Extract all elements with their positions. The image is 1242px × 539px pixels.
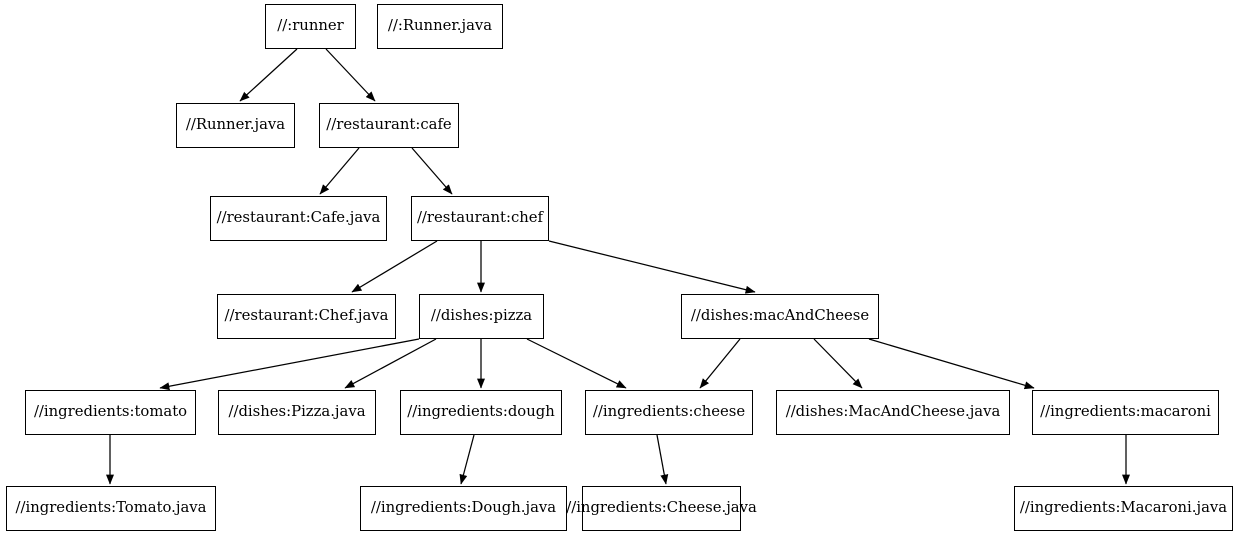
graph-node-label: //ingredients:Cheese.java bbox=[566, 499, 757, 517]
graph-node-label: //ingredients:cheese bbox=[592, 403, 746, 421]
graph-node-ingredients_cheese[interactable]: //ingredients:cheese bbox=[585, 390, 753, 435]
graph-node-ingredients_dough[interactable]: //ingredients:dough bbox=[400, 390, 562, 435]
graph-node-runner_java_root[interactable]: //:Runner.java bbox=[377, 4, 503, 49]
graph-node-dishes_pizza[interactable]: //dishes:pizza bbox=[419, 294, 544, 339]
graph-node-label: //:runner bbox=[277, 17, 344, 35]
graph-node-ingredients_dough_java[interactable]: //ingredients:Dough.java bbox=[360, 486, 567, 531]
graph-node-label: //dishes:Pizza.java bbox=[228, 403, 366, 421]
graph-node-label: //:Runner.java bbox=[387, 17, 493, 35]
graph-node-dishes_mac_java[interactable]: //dishes:MacAndCheese.java bbox=[776, 390, 1010, 435]
graph-node-restaurant_cafe[interactable]: //restaurant:cafe bbox=[319, 103, 459, 148]
graph-node-ingredients_macaroni[interactable]: //ingredients:macaroni bbox=[1032, 390, 1219, 435]
graph-node-ingredients_tomato[interactable]: //ingredients:tomato bbox=[25, 390, 196, 435]
graph-node-dishes_macandcheese[interactable]: //dishes:macAndCheese bbox=[681, 294, 879, 339]
graph-node-label: //restaurant:Cafe.java bbox=[216, 209, 381, 227]
graph-node-dishes_pizza_java[interactable]: //dishes:Pizza.java bbox=[218, 390, 376, 435]
graph-node-label: //ingredients:tomato bbox=[33, 403, 188, 421]
graph-node-label: //ingredients:Dough.java bbox=[370, 499, 557, 517]
graph-node-label: //Runner.java bbox=[185, 116, 286, 134]
graph-node-label: //dishes:MacAndCheese.java bbox=[785, 403, 1001, 421]
graph-node-label: //restaurant:cafe bbox=[326, 116, 452, 134]
graph-node-restaurant_chef_java[interactable]: //restaurant:Chef.java bbox=[217, 294, 396, 339]
graph-node-label: //ingredients:Tomato.java bbox=[15, 499, 207, 517]
graph-node-label: //restaurant:Chef.java bbox=[224, 307, 389, 325]
graph-node-label: //ingredients:macaroni bbox=[1040, 403, 1211, 421]
graph-node-label: //ingredients:dough bbox=[407, 403, 555, 421]
graph-node-ingredients_tomato_java[interactable]: //ingredients:Tomato.java bbox=[6, 486, 216, 531]
graph-node-restaurant_cafe_java[interactable]: //restaurant:Cafe.java bbox=[210, 196, 387, 241]
graph-node-runner[interactable]: //:runner bbox=[265, 4, 356, 49]
graph-node-ingredients_macaroni_java[interactable]: //ingredients:Macaroni.java bbox=[1014, 486, 1233, 531]
graph-node-label: //ingredients:Macaroni.java bbox=[1019, 499, 1228, 517]
graph-node-label: //dishes:pizza bbox=[430, 307, 533, 325]
graph-node-restaurant_chef[interactable]: //restaurant:chef bbox=[411, 196, 549, 241]
graph-node-ingredients_cheese_java[interactable]: //ingredients:Cheese.java bbox=[566, 486, 757, 531]
graph-node-label: //restaurant:chef bbox=[416, 209, 544, 227]
graph-node-runner_java[interactable]: //Runner.java bbox=[176, 103, 295, 148]
graph-node-label: //dishes:macAndCheese bbox=[690, 307, 870, 325]
